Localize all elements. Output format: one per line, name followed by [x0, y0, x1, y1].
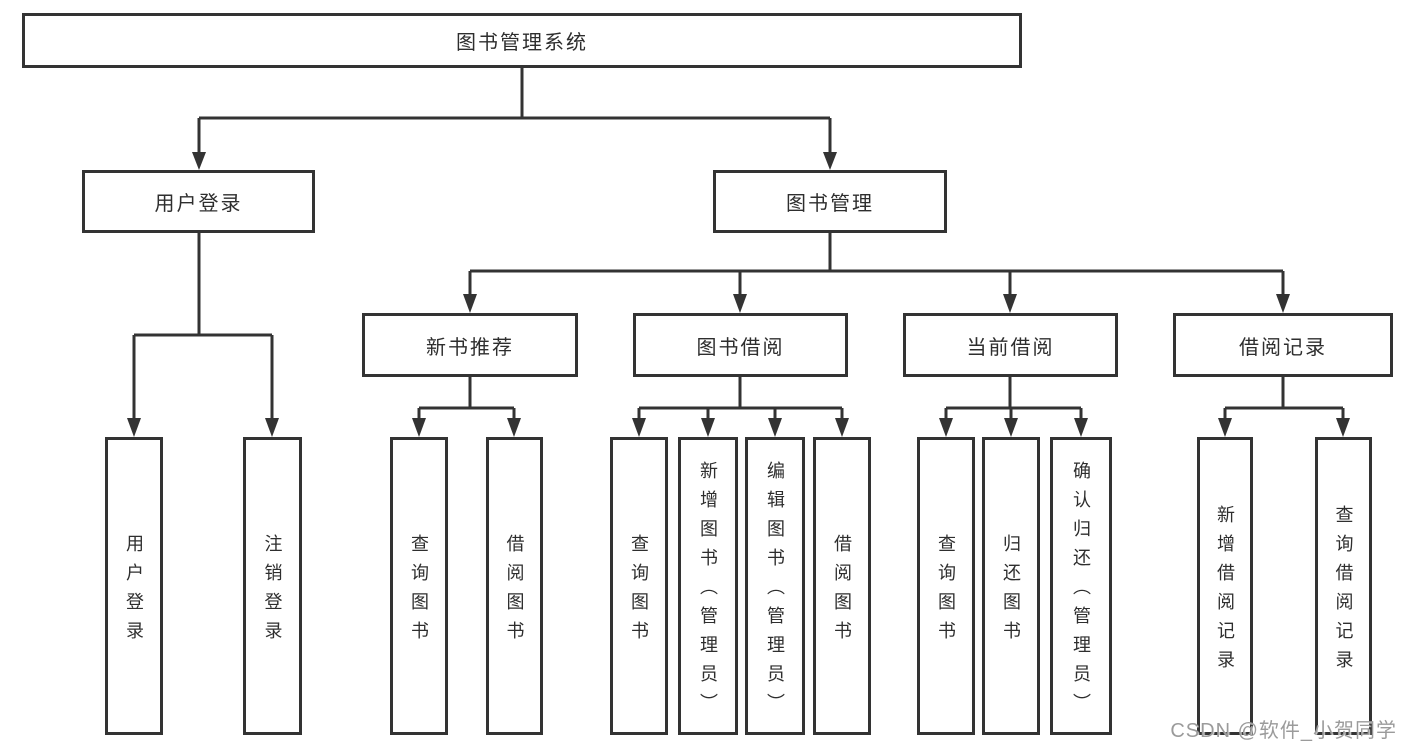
node-borrow-records-label: 借阅记录 — [1239, 336, 1327, 359]
csdn-watermark: CSDN @软件_小贺同学 — [1170, 720, 1397, 742]
leaf-query-books-current: 查询图书 — [917, 437, 975, 735]
leaf-query-borrow-record-label: 查询借阅记录 — [1333, 504, 1354, 679]
leaf-return-book: 归还图书 — [982, 437, 1040, 735]
node-current-borrow: 当前借阅 — [903, 313, 1118, 377]
node-user-login-label: 用户登录 — [154, 193, 243, 215]
leaf-query-borrow-record: 查询借阅记录 — [1315, 437, 1372, 735]
leaf-query-books-borrow: 查询图书 — [610, 437, 668, 735]
leaf-logout-label: 注销登录 — [262, 533, 283, 650]
node-root-label: 图书管理系统 — [456, 32, 588, 54]
node-new-book-recommend: 新书推荐 — [362, 313, 578, 377]
node-book-management-label: 图书管理 — [786, 193, 874, 215]
leaf-edit-book-admin: 编辑图书（管理员） — [745, 437, 805, 735]
node-new-book-recommend-label: 新书推荐 — [426, 336, 514, 359]
node-root: 图书管理系统 — [22, 13, 1022, 68]
leaf-user-login-label: 用户登录 — [124, 533, 144, 650]
leaf-borrow-books-label: 借阅图书 — [832, 533, 852, 650]
leaf-query-books-recommend-label: 查询图书 — [409, 533, 429, 650]
leaf-borrow-books-recommend: 借阅图书 — [486, 437, 543, 735]
node-borrow-records: 借阅记录 — [1173, 313, 1393, 377]
leaf-query-books-recommend: 查询图书 — [390, 437, 448, 735]
node-current-borrow-label: 当前借阅 — [966, 336, 1055, 359]
leaf-query-books-borrow-label: 查询图书 — [629, 533, 649, 650]
leaf-logout: 注销登录 — [243, 437, 302, 735]
leaf-add-borrow-record: 新增借阅记录 — [1197, 437, 1253, 735]
node-book-borrow-label: 图书借阅 — [696, 336, 785, 359]
leaf-confirm-return-admin-label: 确认归还（管理员） — [1071, 461, 1091, 722]
node-user-login: 用户登录 — [82, 170, 315, 233]
leaf-add-book-admin-label: 新增图书（管理员） — [698, 461, 718, 722]
leaf-confirm-return-admin: 确认归还（管理员） — [1050, 437, 1112, 735]
leaf-borrow-books: 借阅图书 — [813, 437, 871, 735]
leaf-borrow-books-recommend-label: 借阅图书 — [504, 533, 525, 650]
leaf-query-books-current-label: 查询图书 — [936, 533, 956, 650]
leaf-return-book-label: 归还图书 — [1001, 533, 1021, 650]
leaf-edit-book-admin-label: 编辑图书（管理员） — [765, 461, 785, 722]
node-book-borrow: 图书借阅 — [633, 313, 848, 377]
leaf-add-borrow-record-label: 新增借阅记录 — [1215, 504, 1235, 679]
leaf-add-book-admin: 新增图书（管理员） — [678, 437, 738, 735]
node-book-management: 图书管理 — [713, 170, 947, 233]
leaf-user-login: 用户登录 — [105, 437, 163, 735]
